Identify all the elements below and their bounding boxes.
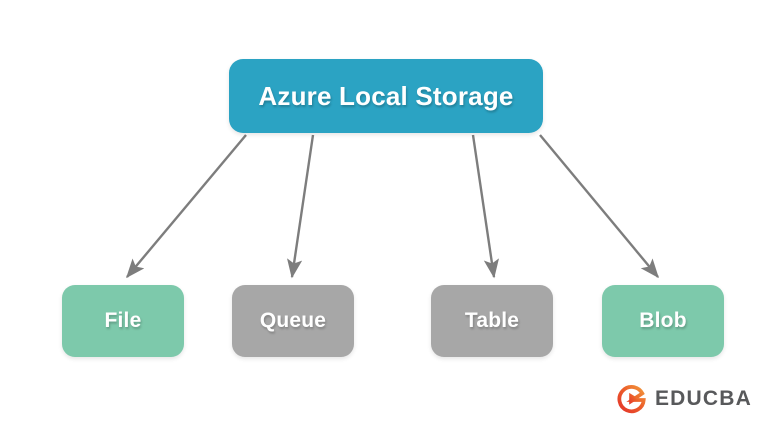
node-table-label: Table: [464, 309, 520, 332]
connector-root-to-file: [126, 134, 247, 279]
educba-watermark: EDUCBA: [617, 384, 752, 414]
educba-play-circle-icon: [617, 385, 646, 414]
node-file-label: File: [104, 309, 142, 332]
node-table[interactable]: Table: [431, 285, 553, 357]
node-blob[interactable]: Blob: [602, 285, 724, 357]
connector-root-to-queue: [287, 134, 315, 279]
node-file[interactable]: File: [62, 285, 184, 357]
node-root-label: Azure Local Storage: [258, 80, 514, 111]
node-queue-label: Queue: [259, 309, 327, 332]
node-blob-label: Blob: [639, 309, 687, 332]
node-queue[interactable]: Queue: [232, 285, 354, 357]
node-azure-local-storage[interactable]: Azure Local Storage: [229, 59, 543, 133]
connector-root-to-table: [471, 134, 499, 279]
educba-wordmark: EDUCBA: [654, 387, 752, 410]
connector-root-to-blob: [539, 134, 659, 279]
